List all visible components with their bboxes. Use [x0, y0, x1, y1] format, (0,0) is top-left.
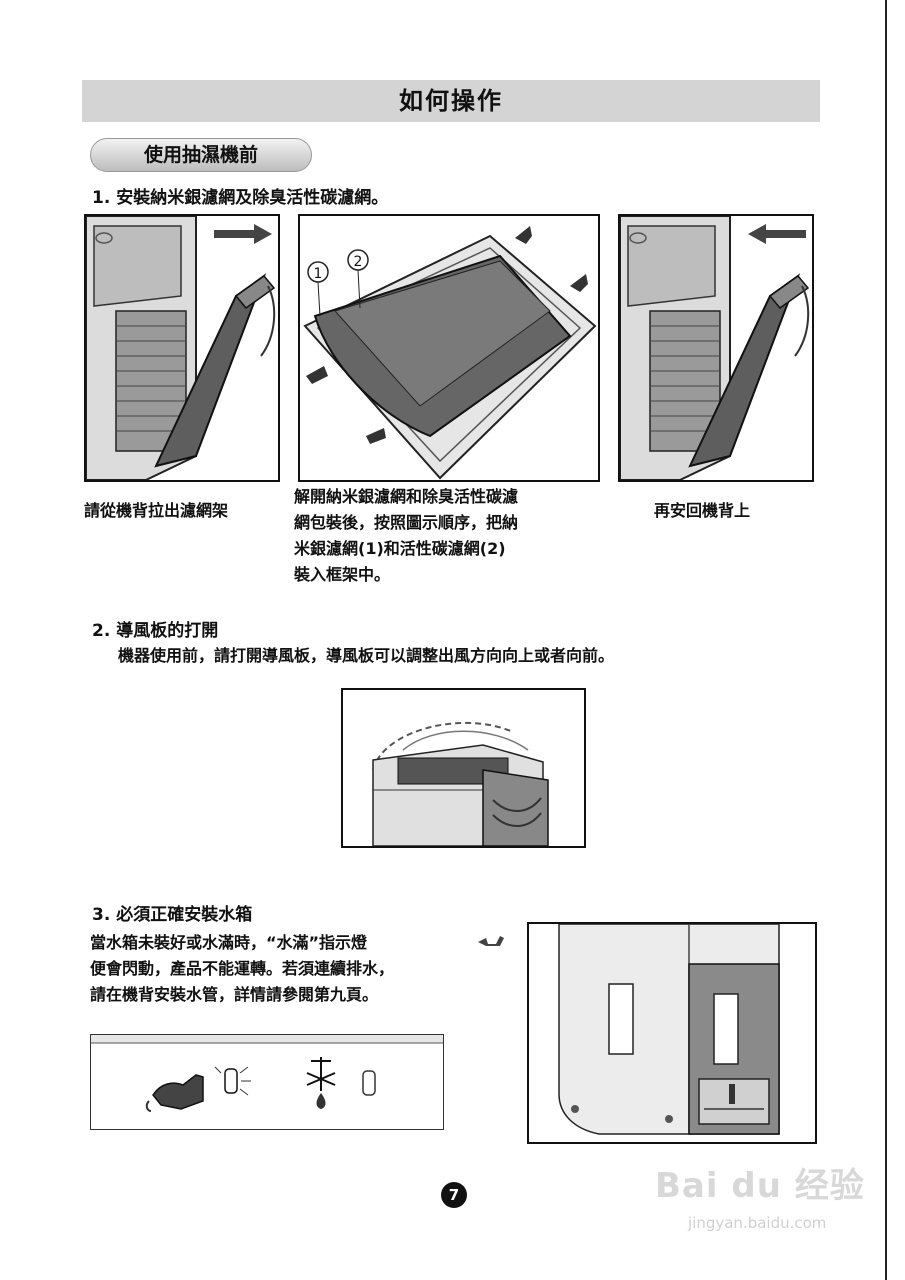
step2-body: 機器使用前，請打開導風板，導風板可以調整出風方向向上或者向前。 — [118, 646, 615, 665]
step3-title: 3. 必須正確安裝水箱 — [92, 905, 253, 925]
image-air-louver — [341, 688, 586, 848]
indicator-panel-image — [90, 1034, 444, 1130]
page-title: 如何操作 — [399, 87, 503, 115]
caption-install-line-2: 網包裝後，按照圖示順序，把納 — [294, 513, 519, 532]
indicator-light-blinking-icon — [214, 1066, 251, 1096]
page-edge-line — [885, 0, 887, 1280]
step3-body-line-1: 當水箱未裝好或水滿時，“水滿”指示燈 — [90, 933, 368, 952]
image-install-filters: 1 2 — [298, 214, 600, 482]
step1-title: 1. 安裝納米銀濾網及除臭活性碳濾網。 — [92, 188, 389, 208]
step2-title: 2. 導風板的打開 — [92, 621, 219, 641]
callout-1: 1 — [314, 266, 323, 282]
indicator-light-off-icon — [362, 1070, 376, 1096]
image-reinsert-filter-frame — [618, 214, 814, 482]
caption-install-line-3: 米銀濾網(1)和活性碳濾網(2) — [294, 539, 506, 558]
image-water-tank — [527, 922, 817, 1144]
title-bar: 如何操作 — [82, 80, 820, 122]
caption-reinsert: 再安回機背上 — [654, 501, 751, 520]
watermark-url: jingyan.baidu.com — [688, 1214, 827, 1232]
caption-install-line-1: 解開納米銀濾網和除臭活性碳濾 — [294, 487, 519, 506]
caption-install-line-4: 裝入框架中。 — [294, 565, 391, 584]
callout-2: 2 — [354, 254, 363, 270]
water-full-indicator-icon — [476, 932, 508, 948]
step3-body-line-3: 請在機背安裝水管，詳情請參閱第九頁。 — [90, 985, 379, 1004]
image-pull-filter-frame — [84, 214, 280, 482]
caption-pull-filter: 請從機背拉出濾網架 — [84, 501, 229, 520]
continuous-drain-icon — [306, 1057, 336, 1109]
water-full-icon — [145, 1074, 204, 1112]
watermark-logo: Bai du 经验 — [655, 1166, 865, 1206]
page-number: 7 — [441, 1182, 467, 1208]
step3-body-line-2: 便會閃動，產品不能運轉。若須連續排水， — [90, 959, 395, 978]
section-label: 使用抽濕機前 — [90, 138, 312, 172]
